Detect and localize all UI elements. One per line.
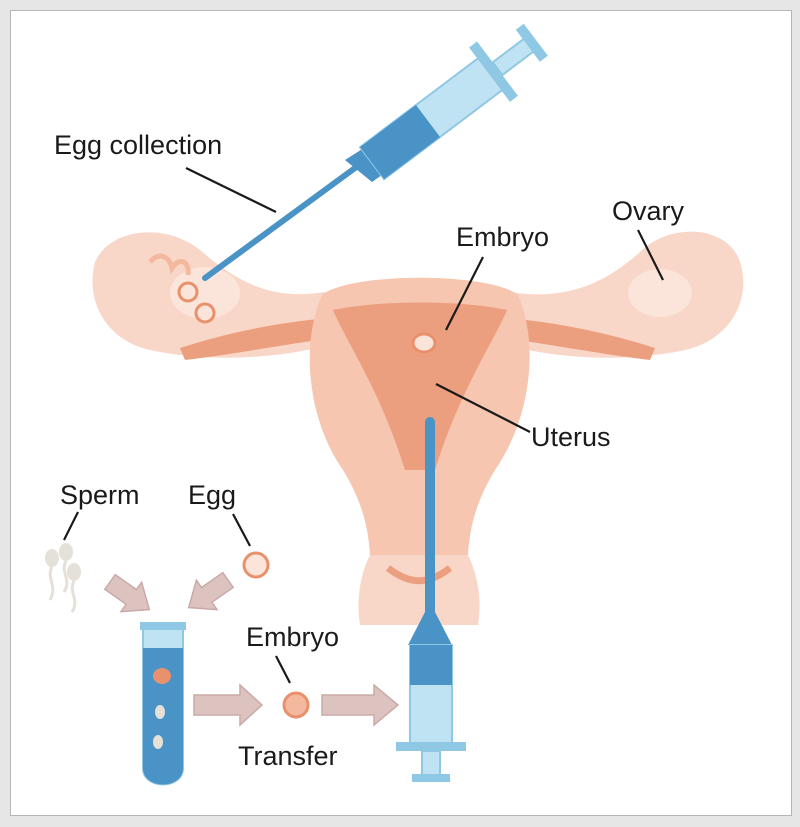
cervical-ring [385, 565, 453, 585]
implanted-embryo [411, 332, 437, 354]
embryo-cell [282, 691, 310, 719]
right-ovary [628, 269, 692, 317]
tube-egg [153, 668, 171, 684]
leader-lines [63, 167, 664, 684]
sperm-cell-2 [59, 543, 73, 561]
transfer-syringe-flange [396, 742, 466, 751]
label-embryo-top: Embryo [456, 222, 549, 252]
label-uterus: Uterus [531, 422, 611, 452]
transfer-catheter [425, 417, 435, 617]
label-ovary: Ovary [612, 196, 685, 226]
sperm-cells [45, 543, 81, 613]
transfer-syringe-plunger [421, 750, 441, 777]
leader-sperm [63, 511, 79, 541]
uterine-cavity [333, 302, 507, 470]
collection-needle [202, 165, 358, 281]
leader-egg-collection [185, 167, 277, 213]
tube-sperm-1 [155, 705, 165, 719]
sperm-tail-1 [48, 566, 55, 601]
sperm-cell-1 [45, 549, 59, 567]
uterus-illustration [92, 231, 744, 625]
collected-egg-1 [177, 281, 199, 303]
tube-sperm-2 [153, 735, 163, 749]
leader-embryo-bottom [275, 655, 291, 684]
transfer-syringe-hub [408, 612, 452, 645]
sperm-tail-2 [62, 560, 69, 593]
transfer-syringe-plunger-cap [412, 774, 450, 782]
sperm-cell-3 [67, 563, 81, 581]
arrow-sperm-to-tube [103, 573, 151, 613]
arrow-tube-to-embryo [193, 683, 264, 727]
label-embryo-bottom: Embryo [246, 622, 339, 652]
arrow-egg-to-tube [187, 571, 235, 611]
leader-egg [232, 513, 251, 547]
leader-uterus [435, 383, 531, 433]
left-tube-duct [180, 318, 332, 360]
arrow-embryo-to-transfer [321, 683, 400, 727]
leader-ovary [637, 229, 664, 281]
cervix [358, 555, 480, 625]
left-fimbriae [148, 253, 191, 276]
transfer-syringe [396, 417, 466, 782]
egg-cell [242, 551, 270, 579]
egg-collection-syringe [177, 23, 548, 324]
test-tube-rim [140, 622, 186, 630]
collection-syringe-plunger-cap [515, 23, 548, 62]
label-transfer: Transfer [238, 741, 338, 771]
label-egg: Egg [188, 480, 236, 510]
left-ovary [170, 267, 240, 319]
label-egg-collection: Egg collection [54, 130, 222, 160]
leader-embryo-top [445, 256, 484, 331]
collected-egg-2 [194, 302, 216, 324]
sperm-tail-3 [70, 580, 77, 613]
right-tube-duct [503, 318, 655, 360]
label-sperm: Sperm [60, 480, 140, 510]
collection-syringe-flange [469, 41, 518, 102]
collection-syringe-fluid [360, 105, 441, 180]
test-tube [140, 622, 186, 786]
transfer-syringe-fluid [410, 645, 452, 685]
